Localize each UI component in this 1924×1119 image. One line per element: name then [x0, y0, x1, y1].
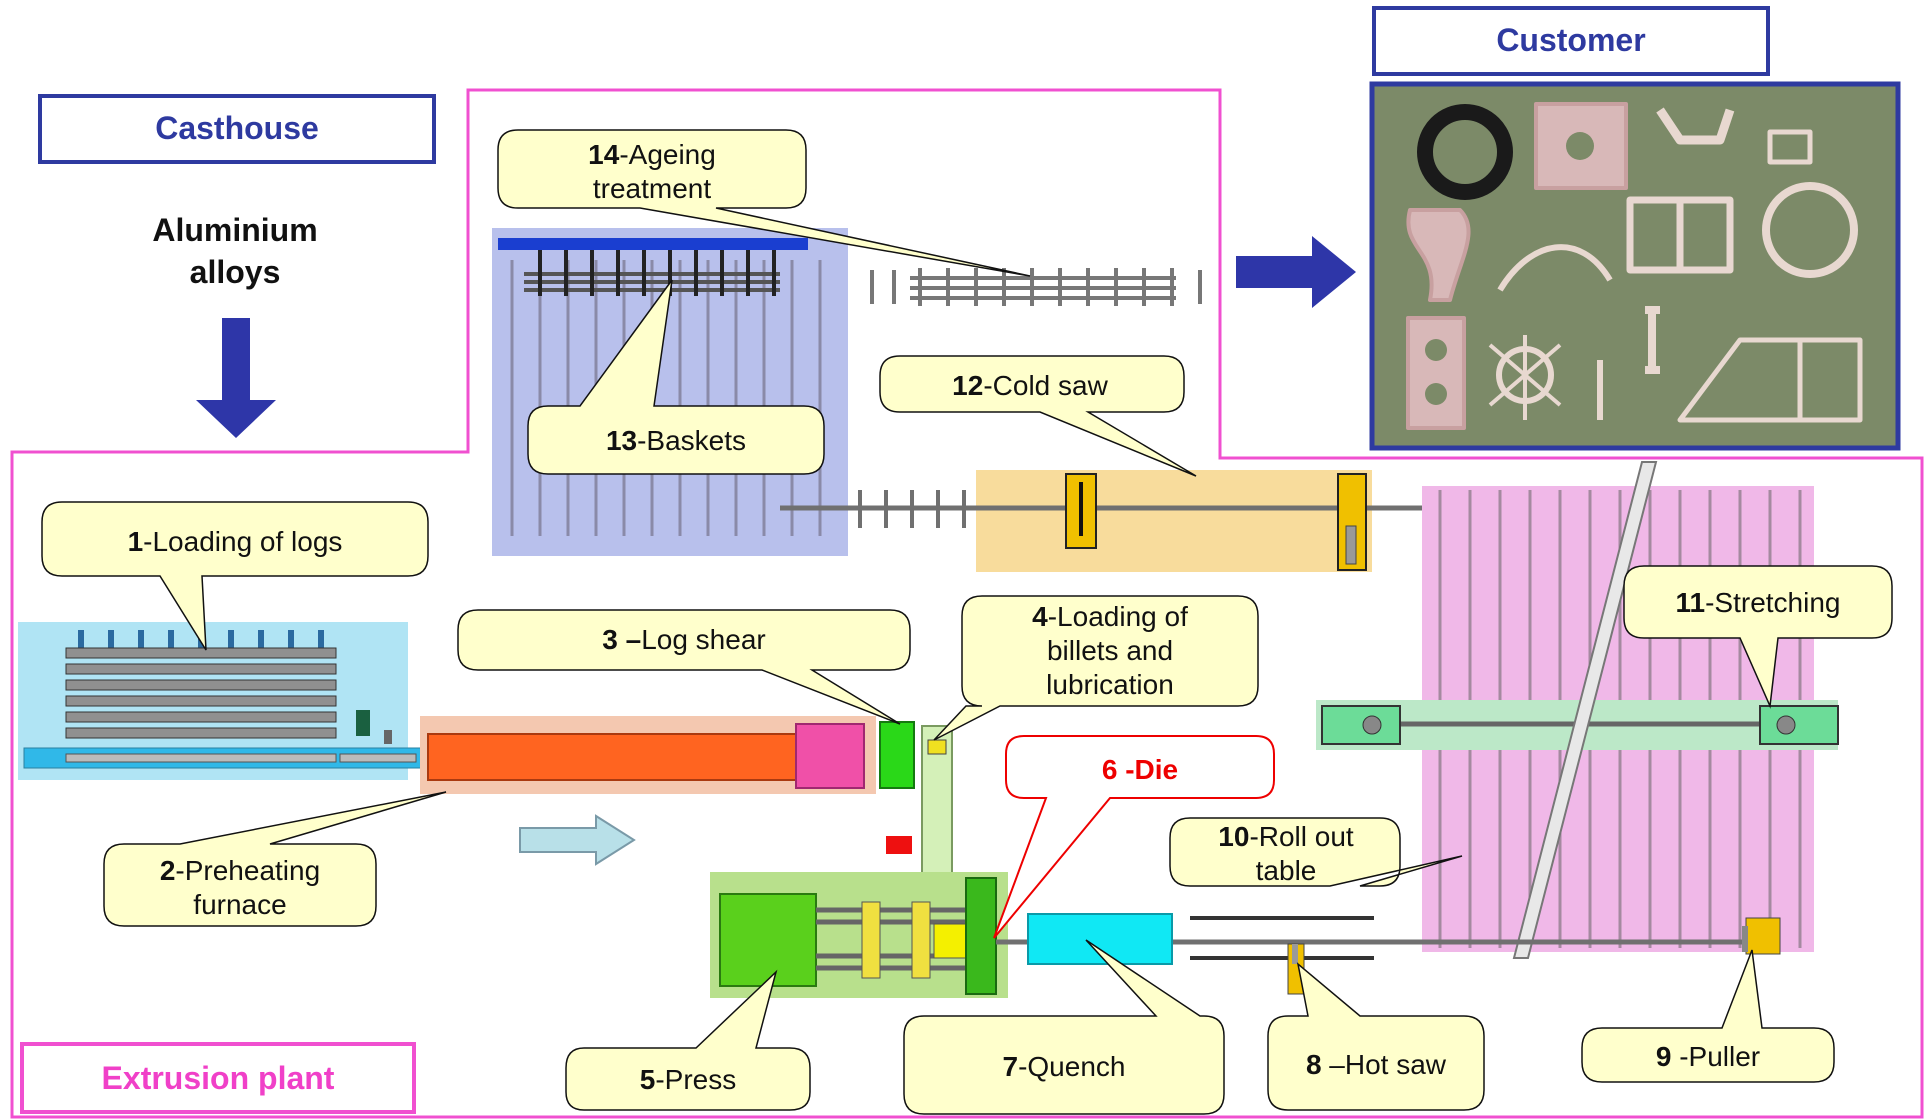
ageing-oven-rack [872, 268, 1200, 306]
callout-14-number: 14 [588, 139, 620, 170]
callout-12-number: 12 [952, 370, 983, 401]
callout-3-number: 3 – [602, 624, 641, 655]
callout-10-text: -Roll out [1249, 821, 1353, 852]
callout-14-text-2: treatment [593, 173, 711, 204]
puller-gripper [1742, 926, 1748, 952]
stretcher-head-right [1760, 706, 1838, 744]
cold-saw-blade-slot [1346, 526, 1356, 564]
callout-4-text: -Loading of [1048, 601, 1188, 632]
callout-8-text: –Hot saw [1322, 1049, 1447, 1080]
quench-unit [1028, 914, 1172, 964]
arrow-down-icon [196, 318, 276, 438]
callout-9: 9 -Puller [1582, 950, 1834, 1082]
material-line-1: Aluminium [152, 212, 317, 248]
press-billet [934, 924, 968, 958]
stretcher-jaw-right [1777, 716, 1795, 734]
callout-9-number: 9 [1656, 1041, 1672, 1072]
log-stopper [384, 730, 392, 744]
callout-9-text: -Puller [1671, 1041, 1760, 1072]
callout-3: 3 –Log shear [458, 610, 910, 724]
callout-4: 4-Loading of billets and lubrication [934, 596, 1258, 740]
svg-text:14-Ageing: 14-Ageing [588, 139, 716, 170]
callout-4-text-2: billets and [1047, 635, 1173, 666]
callout-2: 2-Preheating furnace [104, 792, 446, 926]
callout-4-number: 4 [1032, 601, 1048, 632]
basket-crane-bar [498, 238, 808, 250]
callout-7-text: -Quench [1018, 1051, 1125, 1082]
callout-6-text: 6 -Die [1102, 754, 1178, 785]
cold-saw-area [976, 470, 1372, 572]
callout-1-text: -Loading of logs [143, 526, 342, 557]
callout-14-text: -Ageing [619, 139, 716, 170]
svg-text:7-Quench: 7-Quench [1003, 1051, 1126, 1082]
callout-11-text: -Stretching [1705, 587, 1840, 618]
press-die-platen [966, 878, 996, 994]
press-crosshead [862, 902, 880, 978]
puller [1746, 918, 1780, 954]
log-on-conveyor [66, 754, 336, 762]
svg-text:5-Press: 5-Press [640, 1064, 736, 1095]
furnace-body [428, 734, 798, 780]
svg-text:13-Baskets: 13-Baskets [606, 425, 746, 456]
hot-saw-blade [1292, 944, 1298, 964]
arrow-right-icon [1236, 236, 1356, 308]
callout-2-text: -Preheating [175, 855, 320, 886]
furnace-exit [796, 724, 864, 788]
callout-10-text-2: table [1256, 855, 1317, 886]
log-shear [880, 722, 914, 788]
callout-10: 10-Roll out table [1170, 818, 1462, 886]
press-main-cylinder [720, 894, 816, 986]
svg-text:8 –Hot saw: 8 –Hot saw [1306, 1049, 1447, 1080]
callout-8-number: 8 [1306, 1049, 1322, 1080]
svg-text:3 –Log shear: 3 –Log shear [602, 624, 765, 655]
flow-arrow-icon [520, 816, 634, 864]
red-marker [886, 836, 912, 854]
callout-11-number: 11 [1675, 587, 1705, 618]
callout-13-text: -Baskets [637, 425, 746, 456]
callout-7-number: 7 [1003, 1051, 1019, 1082]
svg-text:9 -Puller: 9 -Puller [1656, 1041, 1760, 1072]
callout-10-number: 10 [1218, 821, 1249, 852]
callout-5-number: 5 [640, 1064, 656, 1095]
callout-2-text-2: furnace [193, 889, 286, 920]
callout-1-number: 1 [128, 526, 144, 557]
svg-text:4-Loading of: 4-Loading of [1032, 601, 1188, 632]
log-sensor [356, 710, 370, 736]
billet-loader-head [928, 740, 946, 754]
extrusion-plant-label: Extrusion plant [102, 1060, 335, 1096]
stretcher-head-left [1322, 706, 1400, 744]
log-segment [340, 754, 416, 762]
callout-12-text: -Cold saw [983, 370, 1108, 401]
stretcher-jaw-left [1363, 716, 1381, 734]
callout-3-text: Log shear [641, 624, 766, 655]
callout-4-text-3: lubrication [1046, 669, 1174, 700]
casthouse-label: Casthouse [155, 110, 319, 146]
press-container [912, 902, 930, 978]
callout-5-text: -Press [655, 1064, 736, 1095]
callout-12: 12-Cold saw [880, 356, 1196, 476]
callout-13-number: 13 [606, 425, 637, 456]
svg-text:10-Roll out: 10-Roll out [1218, 821, 1354, 852]
customer-label: Customer [1496, 22, 1645, 58]
svg-text:12-Cold saw: 12-Cold saw [952, 370, 1108, 401]
svg-text:2-Preheating: 2-Preheating [160, 855, 320, 886]
svg-text:1-Loading of logs: 1-Loading of logs [128, 526, 343, 557]
material-line-2: alloys [190, 254, 281, 290]
svg-text:11-Stretching: 11-Stretching [1675, 587, 1840, 618]
callout-2-number: 2 [160, 855, 176, 886]
